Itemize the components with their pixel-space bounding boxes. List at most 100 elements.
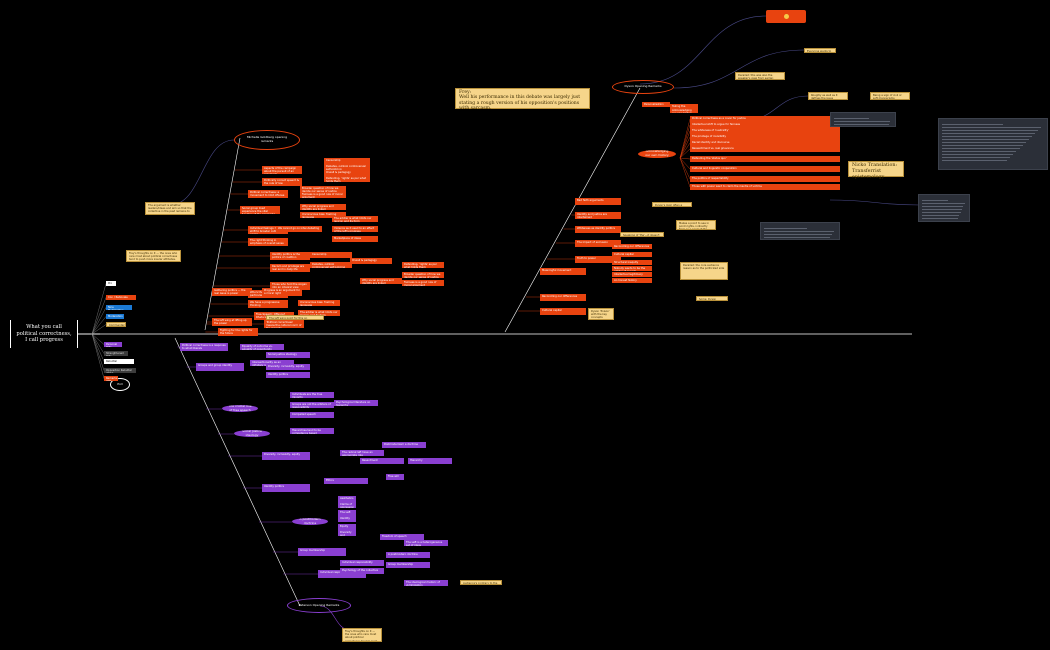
peterson-leaf-node[interactable]: Equality of outcome vs. equality of oppo…: [240, 344, 284, 350]
peterson-leaf-node[interactable]: Claims of oppression: [338, 502, 356, 508]
peterson-leaf-node[interactable]: Groups are not the arbiters of responsib…: [290, 402, 334, 408]
peterson-branch-node[interactable]: Political correctness is a response to w…: [180, 343, 228, 351]
comment-card[interactable]: [830, 112, 896, 127]
goldberg-leaf-node[interactable]: Fairness is a good rule of moral argumen…: [402, 280, 444, 286]
commentary-note[interactable]: Speaking of 'the'—it doesn't and that a …: [620, 232, 664, 237]
peterson-leaf-node[interactable]: A postmodern doctrine: [386, 552, 430, 558]
comment-card[interactable]: [918, 194, 970, 222]
goldberg-leaf-node[interactable]: Broader question of how we decide our se…: [402, 272, 444, 278]
dyson-branch-node[interactable]: Cultural and linguistic cooperation: [690, 166, 840, 172]
goldberg-branch-node[interactable]: The right thinking in emphasis of overal…: [248, 238, 288, 246]
dyson-branch-node[interactable]: Defending the 'status quo': [690, 156, 840, 162]
peterson-leaf-node[interactable]: Freedom of speech: [380, 534, 424, 540]
dyson-leaf-node[interactable]: Reconciling our differences: [540, 294, 586, 301]
goldberg-leaf-node[interactable]: Violence as it used to an effect of the …: [332, 226, 378, 232]
peterson-leaf-node[interactable]: Compelled speech: [290, 412, 334, 418]
goldberg-branch-node[interactable]: Racism and privilege are real and in dai…: [270, 264, 310, 272]
dyson-branch-node[interactable]: Political correctness as a cover for jus…: [690, 116, 840, 122]
goldberg-leaf-node[interactable]: We cannot go on inter-debating: [276, 226, 322, 232]
peterson-leaf-node[interactable]: Identity: [338, 516, 356, 522]
commentary-note[interactable]: Roughly as well as it defines the issue: [808, 92, 848, 100]
nicko-note[interactable]: Nicko Translation: Transferrist epistemo…: [848, 161, 904, 180]
peterson-leaf-node[interactable]: The Left: [338, 510, 356, 516]
dyson-branch-node[interactable]: The privilege of invisibility: [690, 134, 840, 140]
goldberg-leaf-node[interactable]: Why social progress and identity are lin…: [300, 204, 346, 210]
goldberg-branch-node[interactable]: Progress is an argument for a moral righ…: [262, 288, 302, 296]
peterson-leaf-node[interactable]: Psychological literature on hierarchy: [334, 400, 378, 406]
goldberg-branch-node[interactable]: Social group lived experience the vital …: [240, 206, 280, 214]
goldberg-leaf-node[interactable]: The arbiter is what limits our lexicon a…: [332, 216, 378, 222]
legend-item[interactable]: Moderation: [106, 314, 124, 319]
peterson-leaf-node[interactable]: Diversity and inclusion: [338, 530, 356, 536]
legend-item[interactable]: Nice Mobilisation: [106, 305, 132, 310]
dyson-leaf-node[interactable]: An honest history: [612, 278, 652, 283]
commentary-note[interactable]: Being a sign of civil or soft mannerisms: [870, 92, 910, 100]
dyson-heading[interactable]: Dyson Opening Remarks: [612, 80, 674, 94]
peterson-leaf-node[interactable]: Diversity, inclusivity, equity: [266, 364, 310, 370]
peterson-leaf-node[interactable]: Identity politics: [266, 372, 310, 378]
peterson-sub-heading[interactable]: Social justice ideology: [234, 430, 270, 437]
peterson-branch-node[interactable]: Groups and group identity: [196, 363, 244, 371]
goldberg-leaf-node[interactable]: Orwell & pedagogy: [324, 170, 370, 176]
commentary-note[interactable]: The left wing point for this on: [266, 315, 324, 320]
peterson-branch-node[interactable]: Identity politics: [262, 484, 310, 492]
peterson-leaf-node[interactable]: The radical left have an appropriate rol…: [340, 450, 384, 456]
frey-note[interactable]: Frey: Well his performance in this debat…: [455, 88, 590, 111]
peterson-leaf-node[interactable]: Equity: [338, 524, 356, 530]
legend-item[interactable]: Con / Rationale: [106, 295, 136, 300]
dyson-leaf-node[interactable]: Whiteness as identity politics: [575, 226, 621, 233]
goldberg-leaf-node[interactable]: Broader question of how we decide our se…: [300, 186, 346, 192]
legend-item[interactable]: Opposition Rebuttal (POV): [104, 368, 136, 373]
goldberg-leaf-node[interactable]: Defending, 'rights' as per what holds th…: [402, 262, 444, 268]
goldberg-heading[interactable]: Michelle Goldberg opening remarks: [234, 130, 300, 150]
dyson-branch-node[interactable]: Intellectual shift to argue for fairness: [690, 122, 840, 128]
avatar-card[interactable]: [766, 10, 806, 23]
commentary-note[interactable]: Frey's thoughts on it — the ones who car…: [342, 628, 382, 642]
peterson-leaf-node[interactable]: Hierarchies tend to be competence based: [290, 428, 334, 434]
goldberg-leaf-node[interactable]: Unconscious bias: framing language: [298, 300, 340, 306]
goldberg-leaf-node[interactable]: Censorship: [310, 252, 352, 258]
commentary-note[interactable]: Dyson 'Poison' with the key concepts: [588, 308, 614, 320]
dyson-branch-node[interactable]: Those with power want to claim the mantl…: [690, 184, 840, 190]
dyson-leaf-node[interactable]: Cultural capital: [612, 252, 652, 257]
commentary-note[interactable]: Everyone wants to know and defer at the …: [804, 48, 836, 53]
commentary-note[interactable]: Dyson's logic often a weak point: [652, 202, 692, 207]
commentary-note[interactable]: The argument is whether leaders/ideas an…: [145, 202, 195, 215]
dyson-branch-node[interactable]: Personalisation: [642, 102, 670, 107]
peterson-branch-node[interactable]: Diversity, inclusivity, equity: [262, 452, 310, 460]
goldberg-leaf-node[interactable]: Debates, outlook controversial self-poli…: [310, 262, 352, 268]
dyson-leaf-node[interactable]: Intellectual legitimacy: [612, 272, 652, 277]
goldberg-branch-node[interactable]: Fighting for the rights for the future: [218, 328, 258, 336]
commentary-note[interactable]: Frey's thoughts on it — the ones who car…: [126, 250, 181, 262]
dyson-branch-node[interactable]: The whiteness of 'neutrality': [690, 128, 840, 134]
legend-item[interactable]: Pro: [106, 281, 116, 286]
goldberg-branch-node[interactable]: Gathering politics — the real issue is p…: [212, 288, 252, 296]
legend-item[interactable]: Strengthened POV: [104, 351, 128, 356]
goldberg-leaf-node[interactable]: Orwell & pedagogy: [350, 258, 392, 264]
dyson-branch-node[interactable]: The politics of respectability: [690, 176, 840, 182]
poll-node[interactable]: Poll: [110, 378, 130, 391]
goldberg-branch-node[interactable]: We have a progressive thinking: [248, 300, 288, 308]
dyson-leaf-node[interactable]: Reconciling our differences: [612, 244, 652, 249]
goldberg-branch-node[interactable]: 'Political correctness' means the cultur…: [264, 320, 304, 328]
dyson-leaf-node[interactable]: Bad faith arguments: [575, 198, 621, 205]
peterson-heading[interactable]: Peterson Opening Remarks: [287, 598, 351, 613]
peterson-leaf-node[interactable]: The Left is a heterogeneous set of ideas: [404, 540, 448, 546]
peterson-leaf-node[interactable]: Psychology of the collective: [340, 568, 384, 574]
dyson-leaf-node[interactable]: The impact of exclusion: [575, 240, 621, 247]
legend-item[interactable]: Personal POV: [104, 342, 122, 347]
goldberg-leaf-node[interactable]: Debates, outlook controversial self-poli…: [324, 164, 370, 170]
comment-card[interactable]: [760, 222, 840, 240]
dyson-sub-heading[interactable]: Acknowledging our own history: [638, 150, 676, 158]
peterson-branch-node[interactable]: Group membership: [298, 548, 346, 556]
commentary-note[interactable]: Makes a point to see in point rights, in…: [676, 220, 716, 230]
legend-item[interactable]: Remarks WIP: [104, 376, 118, 381]
dyson-branch-node[interactable]: Acknowledging our own history: [670, 108, 698, 113]
dyson-leaf-node[interactable]: Identity and justice are intertwined: [575, 212, 621, 219]
goldberg-branch-node[interactable]: Identity politics is the politics of coa…: [270, 252, 310, 260]
goldberg-leaf-node[interactable]: Marketplace of ideas: [332, 236, 378, 242]
peterson-leaf-node[interactable]: Hierarchy: [408, 458, 452, 464]
commentary-note[interactable]: Derailed: this was also the speaker's vi…: [735, 72, 785, 80]
